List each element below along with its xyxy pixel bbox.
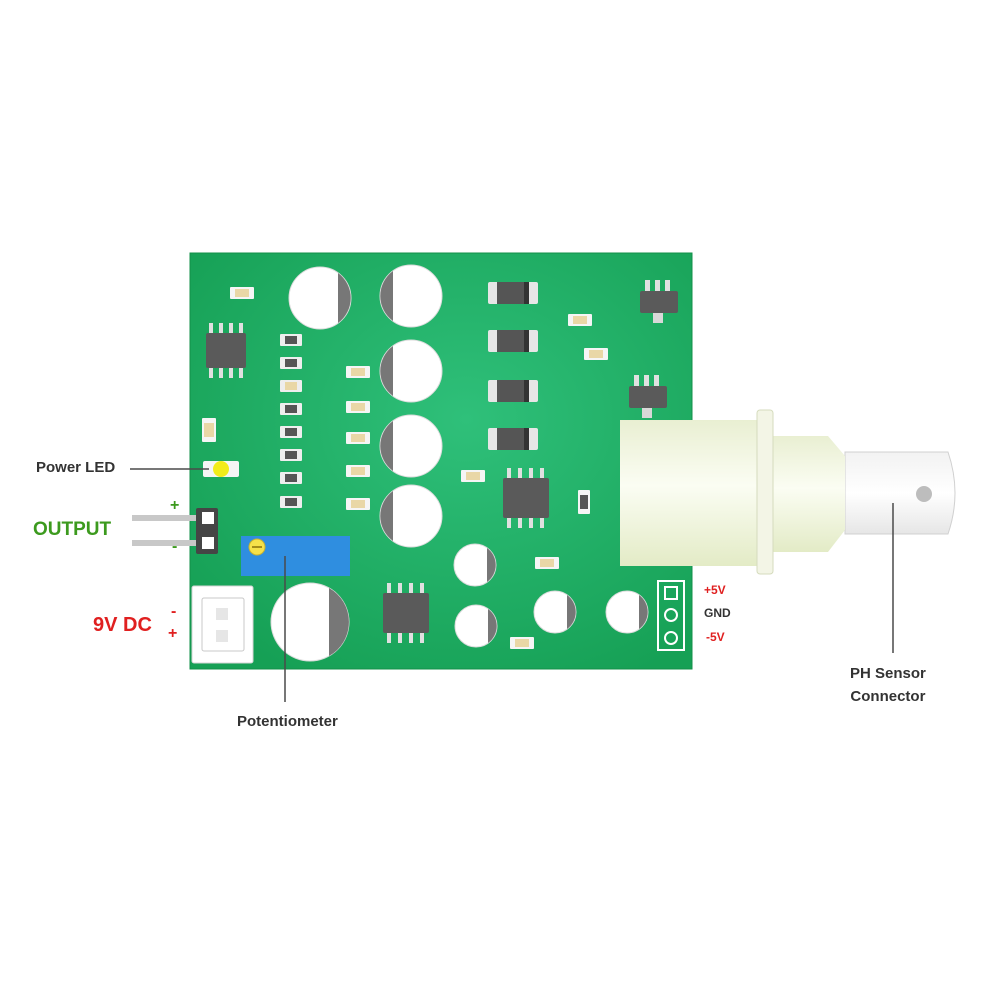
potentiometer-label: Potentiometer <box>237 713 338 730</box>
ic-chip <box>383 583 429 643</box>
dc-plus-label: + <box>168 625 178 642</box>
capacitor-small <box>533 590 577 634</box>
smd-capacitor <box>202 287 608 649</box>
transistor <box>640 280 678 323</box>
capacitor-large <box>379 339 443 403</box>
dc-power-connector <box>191 585 254 664</box>
ph-connector-label-line1: PH Sensor <box>850 665 926 682</box>
power-header <box>657 580 685 651</box>
pin-minus5v-label: -5V <box>706 630 725 644</box>
dc-minus-label: - <box>171 603 177 620</box>
transistor <box>629 375 667 418</box>
resistor-array <box>280 334 302 508</box>
pin-plus5v-label: +5V <box>704 583 726 597</box>
output-plus-label: + <box>170 497 180 514</box>
diode <box>488 330 538 352</box>
pin-gnd-label: GND <box>704 606 731 620</box>
power-led-label: Power LED <box>36 459 116 476</box>
diode <box>488 282 538 304</box>
ph-connector-label: PH Sensor Connector <box>850 662 926 708</box>
capacitor-small <box>453 543 497 587</box>
capacitor-small <box>605 590 649 634</box>
capacitor-small <box>454 604 498 648</box>
ic-chip <box>206 323 246 378</box>
potentiometer <box>241 536 350 576</box>
output-minus-label: - <box>172 538 178 555</box>
capacitor-large <box>288 266 352 330</box>
diode <box>488 380 538 402</box>
output-label: OUTPUT <box>33 519 112 540</box>
ph-sensor-connector <box>620 409 956 575</box>
capacitor-large <box>379 264 443 328</box>
ph-connector-label-line2: Connector <box>850 688 926 705</box>
capacitor-large <box>379 414 443 478</box>
output-connector <box>132 508 218 554</box>
capacitor-large <box>379 484 443 548</box>
ic-chip <box>503 468 549 528</box>
power-led <box>203 461 239 477</box>
diode <box>488 428 538 450</box>
pcb-board <box>189 252 693 670</box>
capacitor-large <box>270 582 350 662</box>
dc-supply-label: 9V DC <box>93 614 152 636</box>
